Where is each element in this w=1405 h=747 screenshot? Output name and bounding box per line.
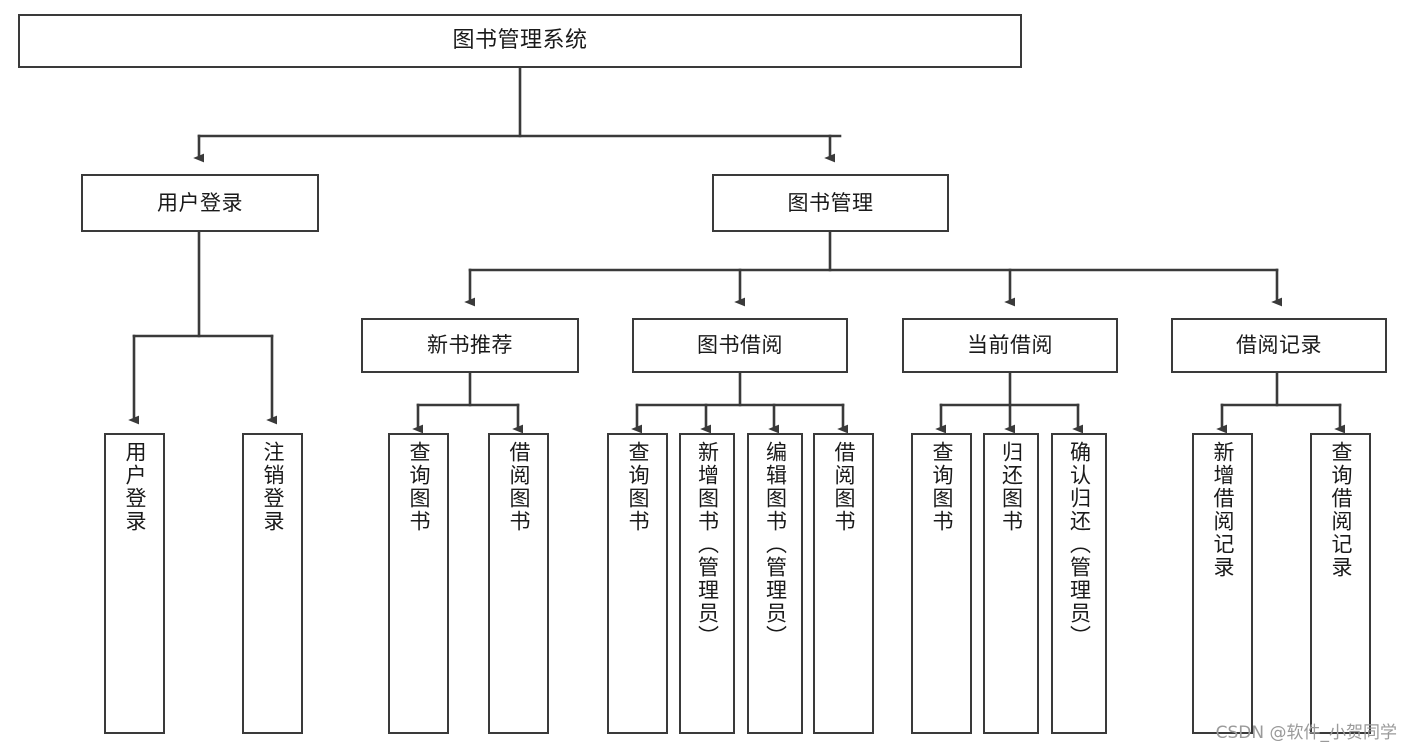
csdn-watermark: CSDN @软件_小贺同学 (1215, 723, 1397, 743)
node-leaf-query-book-2-label: 查询图书 (626, 441, 650, 533)
node-root[interactable]: 图书管理系统 (18, 14, 1022, 68)
node-leaf-edit-book-admin-label: 编辑图书（管理员） (763, 441, 788, 648)
node-leaf-add-borrow-record-label: 新增借阅记录 (1211, 441, 1235, 579)
node-leaf-logout[interactable]: 注销登录 (242, 433, 303, 734)
node-leaf-query-book-1-label: 查询图书 (407, 441, 431, 533)
node-leaf-logout-label: 注销登录 (261, 441, 285, 533)
node-borrow-records-label: 借阅记录 (1236, 333, 1322, 358)
node-root-label: 图书管理系统 (452, 28, 588, 54)
node-leaf-return-book[interactable]: 归还图书 (983, 433, 1039, 734)
node-leaf-confirm-return-admin-label: 确认归还（管理员） (1067, 441, 1092, 648)
node-leaf-add-borrow-record[interactable]: 新增借阅记录 (1192, 433, 1253, 734)
node-leaf-borrow-book-1-label: 借阅图书 (507, 441, 531, 533)
node-user-login-label: 用户登录 (157, 190, 243, 215)
node-leaf-add-book-admin-label: 新增图书（管理员） (695, 441, 720, 648)
node-new-book-recommend-label: 新书推荐 (427, 333, 513, 358)
node-leaf-query-book-1[interactable]: 查询图书 (388, 433, 449, 734)
node-leaf-return-book-label: 归还图书 (999, 441, 1024, 533)
node-book-borrow-label: 图书借阅 (697, 333, 783, 358)
node-borrow-records[interactable]: 借阅记录 (1171, 318, 1387, 373)
node-leaf-query-borrow-record[interactable]: 查询借阅记录 (1310, 433, 1371, 734)
node-leaf-query-book-2[interactable]: 查询图书 (607, 433, 668, 734)
node-leaf-query-borrow-record-label: 查询借阅记录 (1329, 441, 1353, 579)
node-current-borrow-label: 当前借阅 (967, 333, 1053, 358)
node-book-borrow[interactable]: 图书借阅 (632, 318, 848, 373)
node-leaf-query-book-3[interactable]: 查询图书 (911, 433, 972, 734)
node-leaf-user-login-label: 用户登录 (123, 441, 147, 533)
node-leaf-add-book-admin[interactable]: 新增图书（管理员） (679, 433, 735, 734)
node-new-book-recommend[interactable]: 新书推荐 (361, 318, 579, 373)
node-current-borrow[interactable]: 当前借阅 (902, 318, 1118, 373)
node-user-login[interactable]: 用户登录 (81, 174, 319, 232)
node-leaf-user-login[interactable]: 用户登录 (104, 433, 165, 734)
node-leaf-borrow-book-1[interactable]: 借阅图书 (488, 433, 549, 734)
node-leaf-query-book-3-label: 查询图书 (930, 441, 954, 533)
node-leaf-edit-book-admin[interactable]: 编辑图书（管理员） (747, 433, 803, 734)
node-leaf-borrow-book-2-label: 借阅图书 (832, 441, 856, 533)
node-book-management-label: 图书管理 (787, 190, 874, 215)
node-leaf-borrow-book-2[interactable]: 借阅图书 (813, 433, 874, 734)
node-book-management[interactable]: 图书管理 (712, 174, 949, 232)
node-leaf-confirm-return-admin[interactable]: 确认归还（管理员） (1051, 433, 1107, 734)
